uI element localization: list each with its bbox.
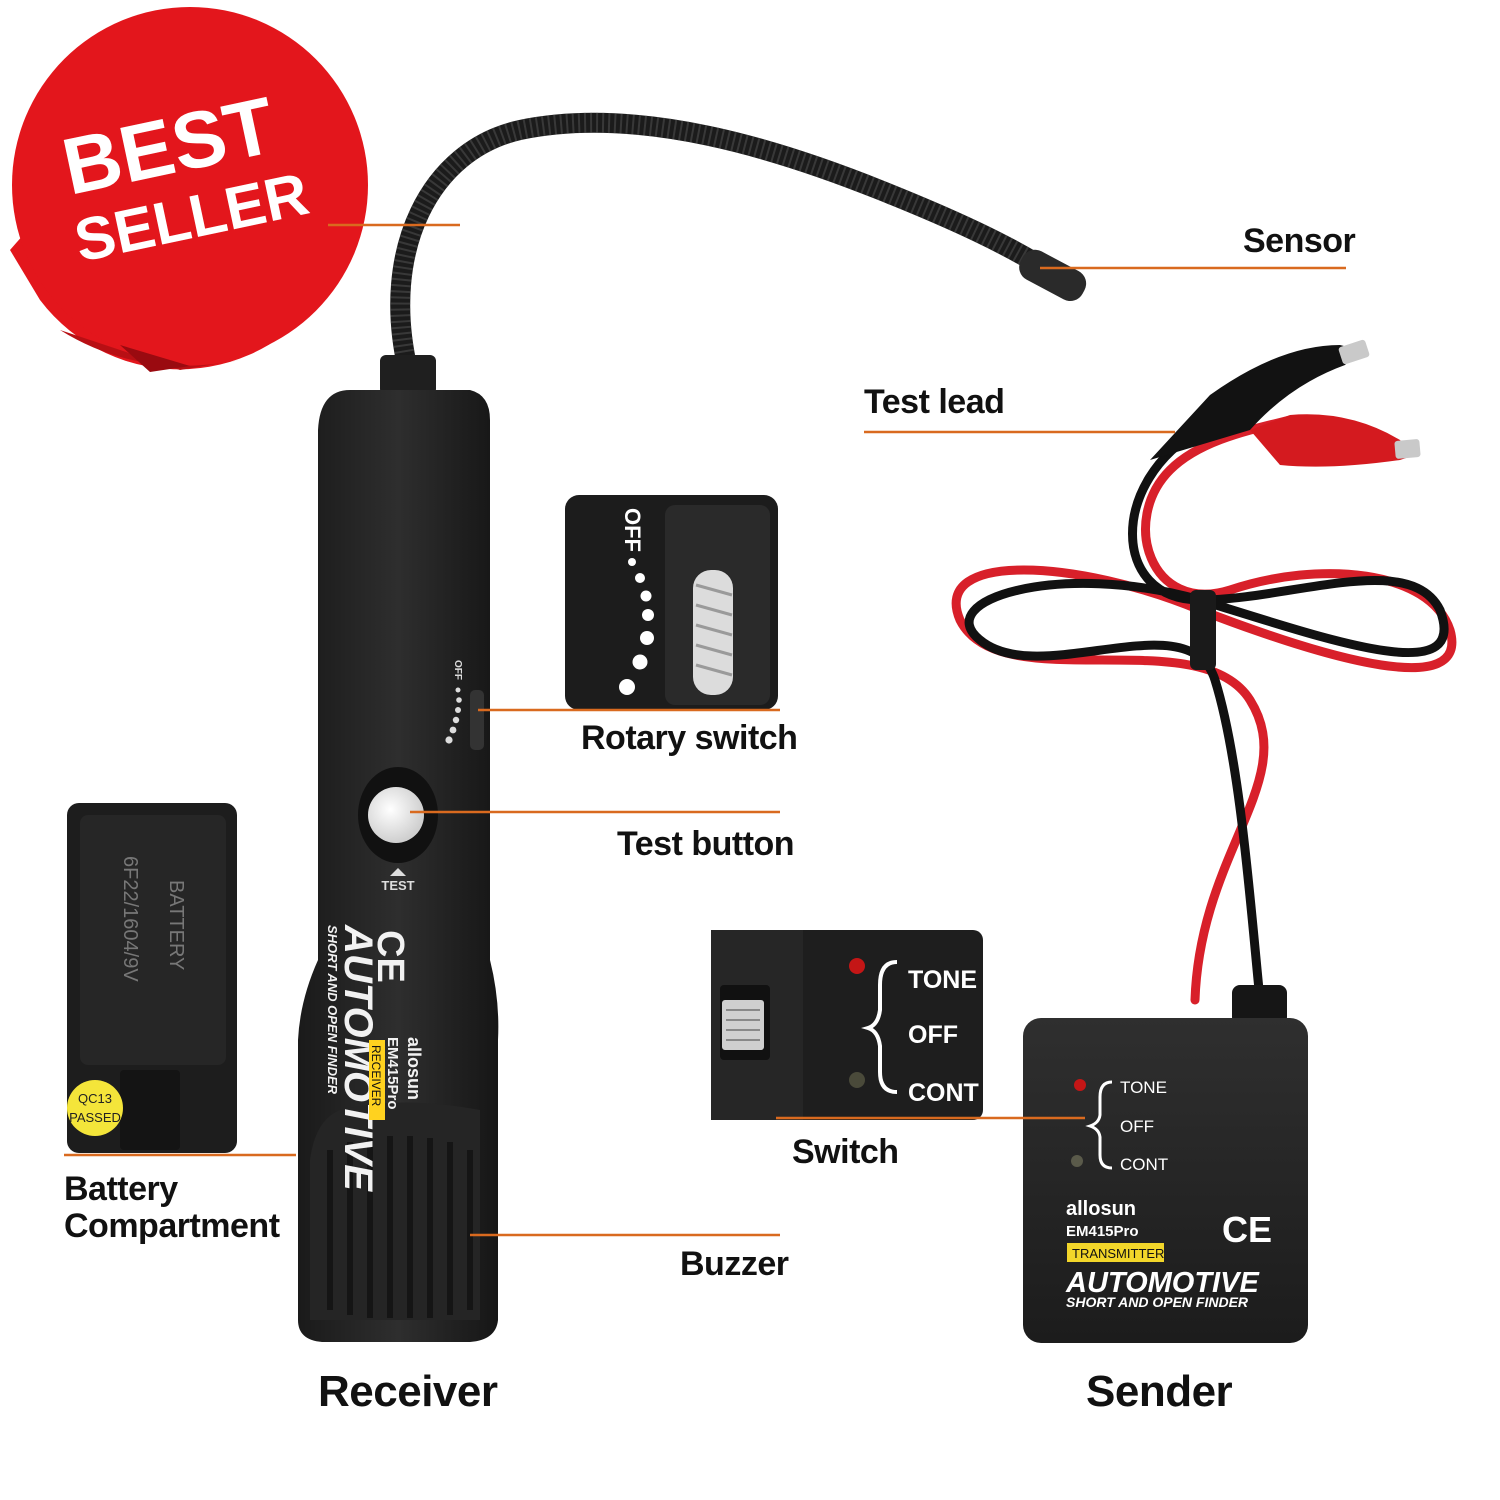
rotary-switch-closeup: OFF bbox=[565, 495, 778, 710]
black-clip-icon bbox=[1150, 345, 1360, 460]
sender-cont-led-icon bbox=[1071, 1155, 1083, 1167]
label-test-button: Test button bbox=[617, 825, 795, 863]
receiver-subtitle: SHORT AND OPEN FINDER bbox=[325, 925, 340, 1095]
battery-line2: 6F22/1604/9V bbox=[119, 856, 141, 982]
sender-title: AUTOMOTIVE bbox=[1065, 1267, 1260, 1299]
gooseneck-sensor-arm bbox=[380, 112, 1087, 395]
rotary-off-label: OFF bbox=[620, 508, 645, 552]
receiver-rotary-wheel-icon bbox=[470, 690, 484, 750]
sensor-tip-icon bbox=[1019, 249, 1087, 302]
test-lead-wires bbox=[951, 415, 1457, 1005]
cont-led-icon bbox=[849, 1072, 865, 1088]
slide-switch-icon bbox=[722, 1000, 764, 1050]
best-seller-badge: BEST SELLER bbox=[10, 7, 368, 372]
rotary-wheel-icon bbox=[693, 570, 733, 695]
label-receiver: Receiver bbox=[318, 1367, 498, 1416]
label-test-lead: Test lead bbox=[864, 383, 1005, 421]
receiver-device: TEST OFF AUTOMOTIVE SHORT AND OPEN FINDE… bbox=[298, 390, 499, 1342]
red-clip-icon bbox=[1250, 414, 1415, 467]
receiver-tag: RECEIVER bbox=[369, 1045, 383, 1107]
label-rotary-switch: Rotary switch bbox=[581, 719, 798, 757]
alligator-clips bbox=[1150, 339, 1421, 467]
sender-subtitle: SHORT AND OPEN FINDER bbox=[1066, 1294, 1249, 1310]
receiver-ce-mark: CE bbox=[369, 930, 411, 983]
switch-closeup: TONE OFF CONT bbox=[711, 930, 983, 1120]
sender-device: TONE OFF CONT allosun EM415Pro TRANSMITT… bbox=[1023, 985, 1308, 1343]
receiver-brand: allosun bbox=[404, 1037, 424, 1100]
qc-line1: QC13 bbox=[78, 1091, 112, 1106]
battery-compartment-closeup: BATTERY 6F22/1604/9V QC13 PASSED bbox=[67, 803, 237, 1153]
cable-tie-icon bbox=[1190, 590, 1216, 670]
switch-tone: TONE bbox=[908, 966, 977, 994]
qc-line2: PASSED bbox=[69, 1110, 121, 1125]
label-sender: Sender bbox=[1086, 1367, 1233, 1416]
label-sensor: Sensor bbox=[1243, 222, 1356, 260]
rotary-level-dots-icon bbox=[619, 558, 654, 695]
switch-brace-icon bbox=[861, 960, 898, 1094]
receiver-model: EM415Pro bbox=[384, 1037, 401, 1110]
sender-cont: CONT bbox=[1120, 1155, 1168, 1174]
sender-tone-led-icon bbox=[1074, 1079, 1086, 1091]
label-compartment: Compartment bbox=[64, 1207, 280, 1245]
switch-off: OFF bbox=[908, 1021, 958, 1049]
receiver-test-label: TEST bbox=[381, 878, 414, 893]
sender-tone: TONE bbox=[1120, 1078, 1167, 1097]
qc-sticker-icon bbox=[67, 1080, 123, 1136]
switch-cont: CONT bbox=[908, 1079, 979, 1107]
label-switch: Switch bbox=[792, 1133, 899, 1171]
sender-brand: allosun bbox=[1066, 1198, 1136, 1220]
battery-latch-icon bbox=[120, 1070, 180, 1150]
leader-lines bbox=[64, 223, 1346, 1237]
test-button-icon bbox=[368, 787, 424, 843]
buzzer-grille-icon bbox=[327, 1136, 473, 1318]
sender-brace-icon bbox=[1085, 1080, 1113, 1170]
battery-line1: BATTERY bbox=[165, 880, 187, 970]
sender-model: EM415Pro bbox=[1066, 1223, 1139, 1240]
receiver-off-label: OFF bbox=[452, 660, 463, 680]
sender-ce-mark: CE bbox=[1222, 1209, 1272, 1250]
receiver-rotary-dots-icon bbox=[445, 687, 462, 744]
sender-tag: TRANSMITTER bbox=[1072, 1246, 1164, 1261]
sender-off: OFF bbox=[1120, 1117, 1154, 1136]
badge-fold-icon bbox=[120, 345, 190, 372]
tone-led-icon bbox=[849, 958, 865, 974]
label-battery: Battery bbox=[64, 1170, 178, 1208]
label-buzzer: Buzzer bbox=[680, 1245, 789, 1283]
